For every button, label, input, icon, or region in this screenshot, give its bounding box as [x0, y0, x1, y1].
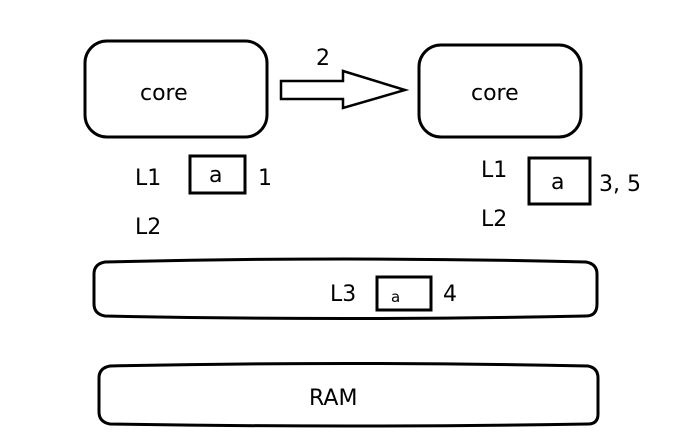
left-l1-label: L1	[135, 166, 161, 191]
right-l1-label: L1	[481, 158, 507, 183]
left-l1-line-value: a	[209, 163, 222, 188]
right-core-box	[417, 43, 583, 139]
l3-cache: L3 a 4	[92, 257, 599, 320]
l3-cache-line	[375, 275, 433, 312]
l3-label: L3	[330, 282, 356, 307]
l3-step-label: 4	[443, 282, 457, 307]
transfer-step-label: 2	[316, 46, 330, 71]
left-l1-step-label: 1	[258, 166, 272, 191]
l3-cache-bar	[92, 257, 599, 320]
right-core: core	[417, 43, 583, 139]
right-l1-line-value: a	[551, 170, 564, 195]
transfer-arrow: 2	[279, 46, 410, 110]
right-arrow-icon	[279, 69, 410, 110]
ram: RAM	[97, 362, 600, 428]
right-l2-label: L2	[481, 207, 507, 232]
right-l1-step-label: 3, 5	[599, 172, 641, 197]
right-l1-cache-line	[527, 156, 592, 206]
ram-label: RAM	[309, 386, 357, 411]
right-private-caches: L1 a 3, 5 L2	[481, 156, 641, 232]
left-core-box	[83, 39, 269, 139]
l3-line-value: a	[391, 288, 400, 306]
left-l1-cache-line	[188, 154, 247, 195]
left-core-label: core	[140, 81, 188, 106]
left-core: core	[83, 39, 269, 139]
right-core-label: core	[471, 81, 519, 106]
left-private-caches: L1 a 1 L2	[135, 154, 272, 240]
ram-bar	[97, 362, 600, 428]
left-l2-label: L2	[135, 215, 161, 240]
